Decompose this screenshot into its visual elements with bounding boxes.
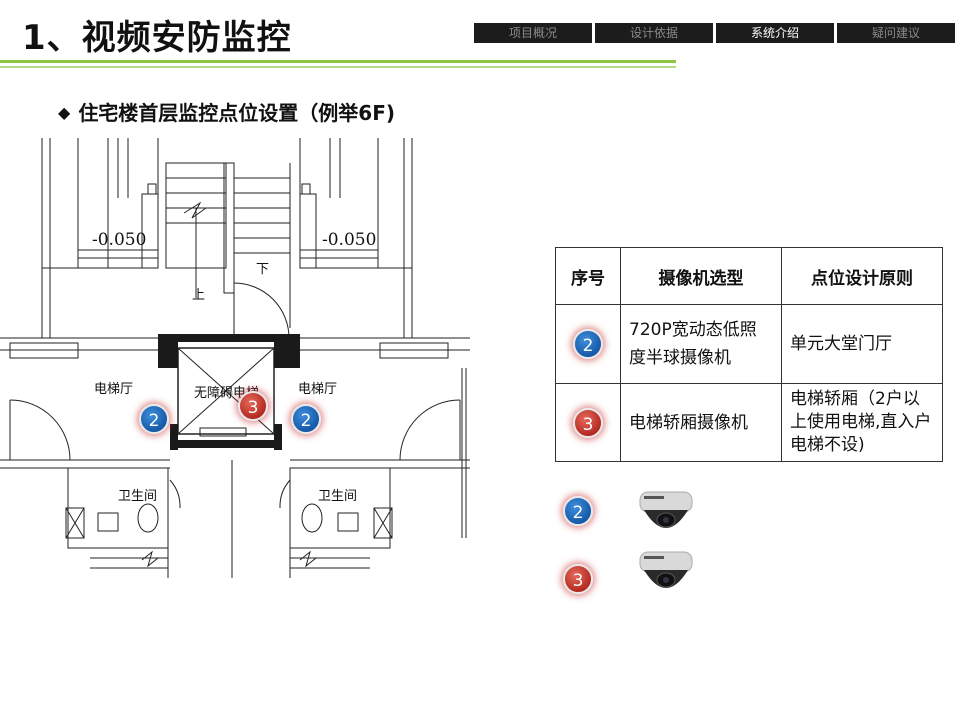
camera-model-text: 720P宽动态低照度半球摄像机 [629, 320, 757, 368]
header-number: 序号 [555, 247, 621, 305]
floor-plan: -0.050 -0.050 下 上 电梯厅 电梯厅 无障碍电梯 卫生间 卫生间 … [0, 138, 470, 583]
section-subtitle-text: 住宅楼首层监控点位设置（例举6F) [78, 101, 396, 125]
level-label-right: -0.050 [322, 230, 377, 250]
dome-camera-icon [636, 486, 696, 550]
camera-marker-3-elevator[interactable]: 3 [238, 391, 268, 421]
legend-marker-3: 3 [563, 564, 593, 594]
camera-model-cell: 720P宽动态低照度半球摄像机 [620, 304, 782, 384]
stair-up-label: 上 [192, 288, 206, 303]
table-header-row: 序号 摄像机选型 点位设计原则 [555, 247, 943, 305]
row-number-cell: 3 [555, 383, 621, 462]
stair-down-label: 下 [256, 262, 270, 277]
marker-2-badge: 2 [573, 329, 603, 359]
bathroom-label-right: 卫生间 [318, 489, 358, 504]
tab-design-basis[interactable]: 设计依据 [595, 23, 713, 43]
header-divider-secondary [0, 66, 676, 68]
header-divider-primary [0, 60, 676, 63]
diamond-bullet-icon: ◆ [58, 103, 71, 122]
elevator-hall-label-right: 电梯厅 [298, 382, 338, 397]
camera-model-text: 电梯轿厢摄像机 [629, 412, 748, 433]
row-number-cell: 2 [555, 304, 621, 384]
dome-camera-icon [636, 546, 696, 610]
level-label-left: -0.050 [92, 230, 147, 250]
design-principle-text: 单元大堂门厅 [790, 334, 892, 354]
table-row: 2 720P宽动态低照度半球摄像机 单元大堂门厅 [555, 304, 943, 384]
camera-marker-2-right[interactable]: 2 [291, 404, 321, 434]
camera-marker-2-left[interactable]: 2 [139, 404, 169, 434]
header-camera-model: 摄像机选型 [620, 247, 782, 305]
top-nav: 项目概况 设计依据 系统介绍 疑问建议 [474, 23, 955, 43]
floor-plan-drawing [0, 138, 470, 578]
legend-marker-2: 2 [563, 496, 593, 526]
elevator-hall-label-left: 电梯厅 [94, 382, 134, 397]
bathroom-label-left: 卫生间 [118, 489, 158, 504]
design-principle-cell: 电梯轿厢（2户以上使用电梯,直入户电梯不设) [781, 383, 943, 462]
table-row: 3 电梯轿厢摄像机 电梯轿厢（2户以上使用电梯,直入户电梯不设) [555, 383, 943, 462]
camera-model-cell: 电梯轿厢摄像机 [620, 383, 782, 462]
design-principle-text: 电梯轿厢（2户以上使用电梯,直入户电梯不设) [790, 389, 932, 455]
design-principle-cell: 单元大堂门厅 [781, 304, 943, 384]
camera-spec-table: 序号 摄像机选型 点位设计原则 2 720P宽动态低照度半球摄像机 单元大堂门厅… [555, 247, 943, 462]
section-subtitle: ◆ 住宅楼首层监控点位设置（例举6F) [58, 97, 395, 126]
marker-3-badge: 3 [573, 407, 603, 438]
tab-questions[interactable]: 疑问建议 [837, 23, 955, 43]
header-design-principle: 点位设计原则 [781, 247, 943, 305]
tab-project-overview[interactable]: 项目概况 [474, 23, 592, 43]
tab-system-intro[interactable]: 系统介绍 [716, 23, 834, 43]
page-title: 1、视频安防监控 [22, 18, 292, 58]
